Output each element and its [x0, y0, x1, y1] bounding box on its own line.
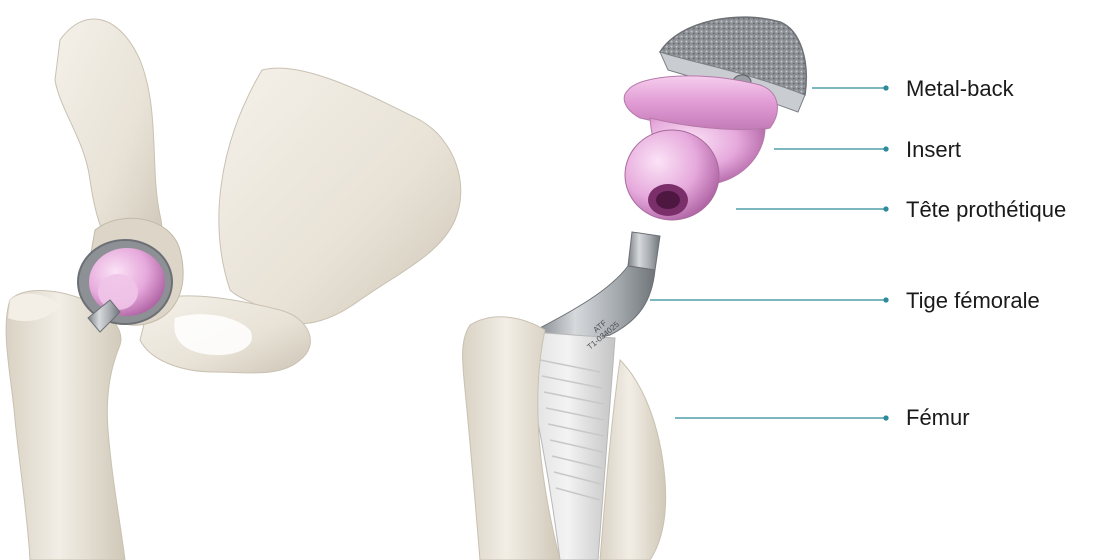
label-metal-back: Metal-back: [906, 78, 1014, 100]
label-femur: Fémur: [906, 407, 970, 429]
iliac-wing-right: [219, 68, 461, 324]
label-tige-femorale: Tige fémorale: [906, 290, 1040, 312]
femur-left: [6, 291, 125, 560]
pelvis-illustration: [6, 19, 461, 560]
exploded-components: ATF T1-034025: [463, 17, 807, 560]
label-insert: Insert: [906, 139, 961, 161]
prosthetic-head-part: [625, 130, 719, 220]
label-tete-prothetique: Tête prothétique: [906, 199, 1066, 221]
